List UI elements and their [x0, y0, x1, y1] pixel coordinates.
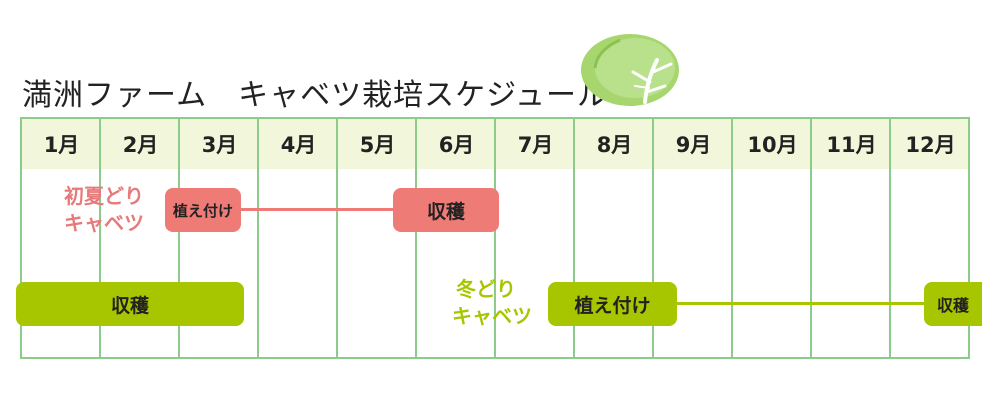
month-sep: 9月	[675, 133, 712, 157]
month-feb: 2月	[122, 133, 159, 157]
month-aug: 8月	[596, 133, 633, 157]
winter-cabbage-label: 冬どり キャベツ	[452, 276, 532, 330]
summer-planting-bar: 植え付け	[165, 188, 241, 232]
month-nov: 11月	[826, 133, 877, 157]
month-mar: 3月	[201, 133, 238, 157]
grid-line	[731, 119, 733, 357]
month-jan: 1月	[43, 133, 80, 157]
grid-line	[573, 119, 575, 357]
winter-harvest-bar: 収穫	[924, 282, 982, 326]
winter-label-line2: キャベツ	[452, 304, 532, 328]
grid-line	[415, 119, 417, 357]
summer-cabbage-label: 初夏どり キャベツ	[64, 183, 144, 237]
summer-harvest-bar: 収穫	[393, 188, 499, 232]
month-oct: 10月	[747, 133, 798, 157]
winter-early-harvest-bar: 収穫	[16, 282, 244, 326]
month-jul: 7月	[517, 133, 554, 157]
summer-label-line1: 初夏どり	[64, 184, 144, 208]
month-apr: 4月	[280, 133, 317, 157]
winter-growing-line	[674, 302, 930, 305]
grid-line	[810, 119, 812, 357]
winter-label-line1: 冬どり	[456, 277, 516, 301]
month-jun: 6月	[438, 133, 475, 157]
grid-line	[336, 119, 338, 357]
grid-line	[99, 119, 101, 357]
grid-line	[494, 119, 496, 357]
grid-line	[652, 119, 654, 357]
summer-label-line2: キャベツ	[64, 211, 144, 235]
month-dec: 12月	[905, 133, 956, 157]
grid-line	[889, 119, 891, 357]
grid-line	[178, 119, 180, 357]
page-title: 満洲ファーム キャベツ栽培スケジュール	[22, 78, 608, 113]
cabbage-icon	[581, 34, 679, 106]
grid-line	[257, 119, 259, 357]
summer-growing-line	[238, 208, 398, 211]
month-may: 5月	[359, 133, 396, 157]
winter-planting-bar: 植え付け	[548, 282, 677, 326]
